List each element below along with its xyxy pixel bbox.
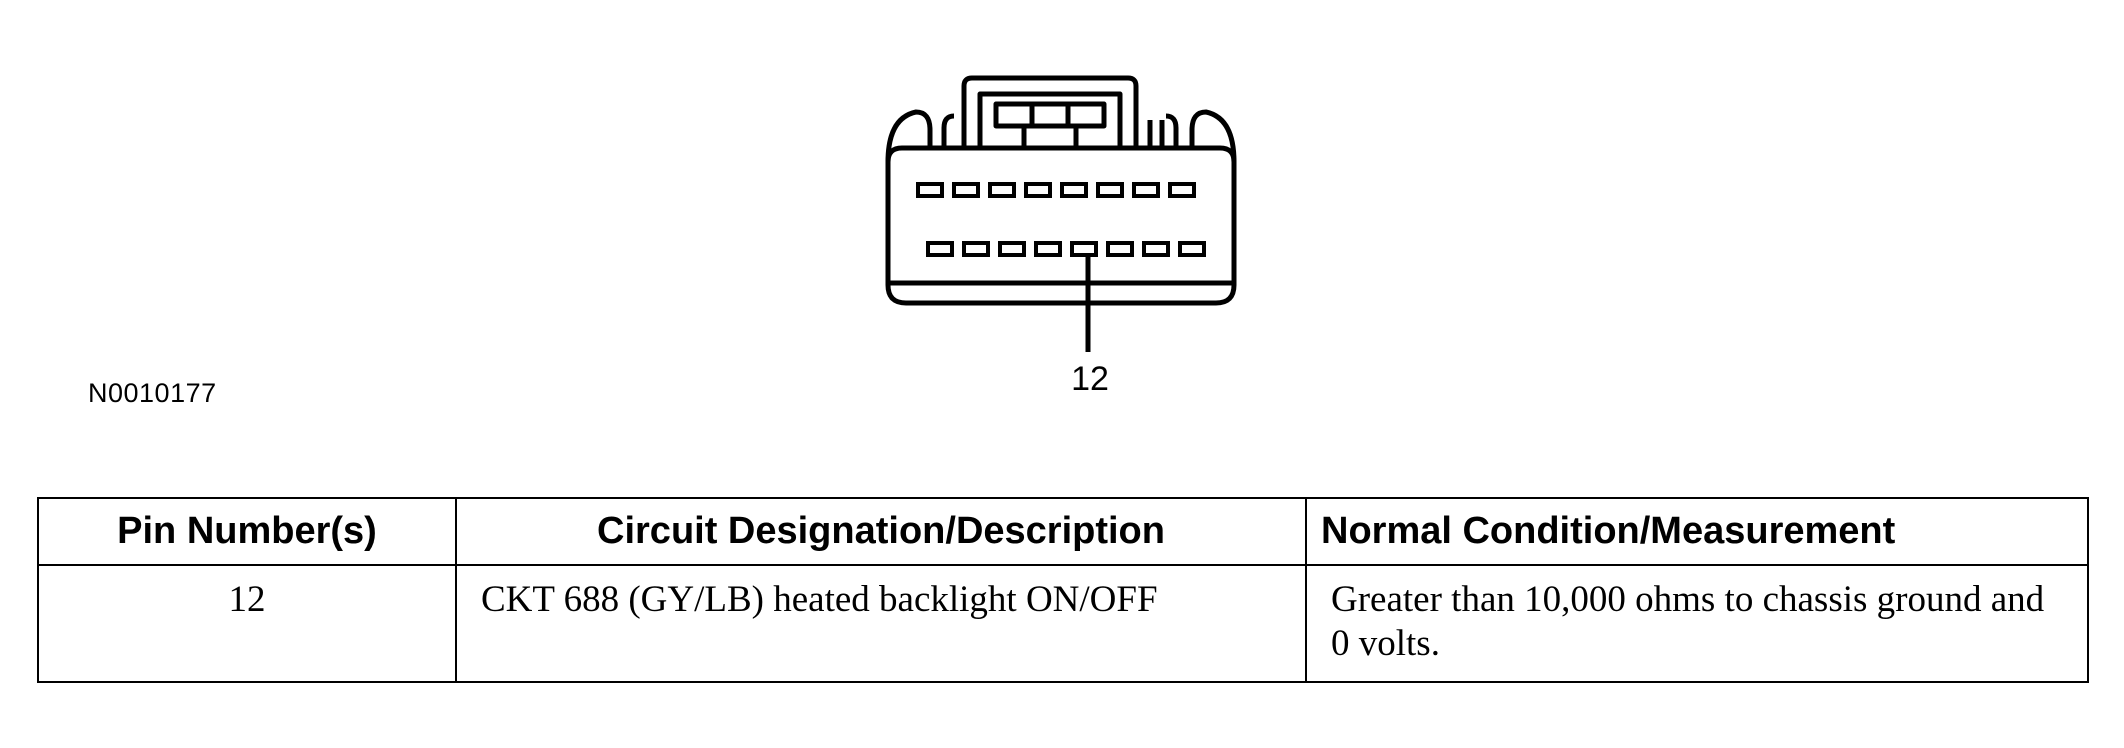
cell-normal-condition: Greater than 10,000 ohms to chassis grou… (1305, 564, 2089, 683)
terminal-bottom-6 (1106, 241, 1134, 257)
terminal-top-5 (1060, 182, 1088, 198)
pin-table: Pin Number(s) Circuit Designation/Descri… (37, 497, 2089, 683)
terminal-top-4 (1024, 182, 1052, 198)
terminal-bottom-1 (926, 241, 954, 257)
terminal-bottom-2 (962, 241, 990, 257)
terminal-top-3 (988, 182, 1016, 198)
connector-body (885, 145, 1237, 306)
connector-diagram (885, 75, 1237, 352)
figure-id: N0010177 (88, 378, 217, 408)
connector-rib-right-inner (1165, 113, 1179, 148)
connector-rib-right-outer (1189, 109, 1237, 163)
terminal-bottom-5 (1070, 241, 1098, 257)
cell-circuit-description: CKT 688 (GY/LB) heated backlight ON/OFF (455, 564, 1307, 683)
table-header-row: Pin Number(s) Circuit Designation/Descri… (37, 497, 2089, 566)
connector-rib-left-inner (941, 113, 955, 148)
table-row: 12 CKT 688 (GY/LB) heated backlight ON/O… (37, 564, 2089, 683)
connector-latch (961, 75, 1139, 148)
pin-callout-label: 12 (1071, 360, 1109, 398)
connector-latch-tab (1021, 126, 1079, 148)
terminal-bottom-4 (1034, 241, 1062, 257)
connector-rib-left-outer (885, 109, 933, 163)
terminal-top-2 (952, 182, 980, 198)
terminal-bottom-8 (1178, 241, 1206, 257)
connector-latch-inner (977, 91, 1123, 148)
terminal-top-1 (916, 182, 944, 198)
header-circuit-description: Circuit Designation/Description (455, 497, 1307, 566)
terminal-bottom-7 (1142, 241, 1170, 257)
terminal-top-8 (1168, 182, 1196, 198)
connector-latch-window (993, 101, 1107, 129)
terminal-top-6 (1096, 182, 1124, 198)
terminal-top-7 (1132, 182, 1160, 198)
terminal-bottom-3 (998, 241, 1026, 257)
header-pin-number: Pin Number(s) (37, 497, 457, 566)
header-normal-condition: Normal Condition/Measurement (1305, 497, 2089, 566)
cell-pin-number: 12 (37, 564, 457, 683)
